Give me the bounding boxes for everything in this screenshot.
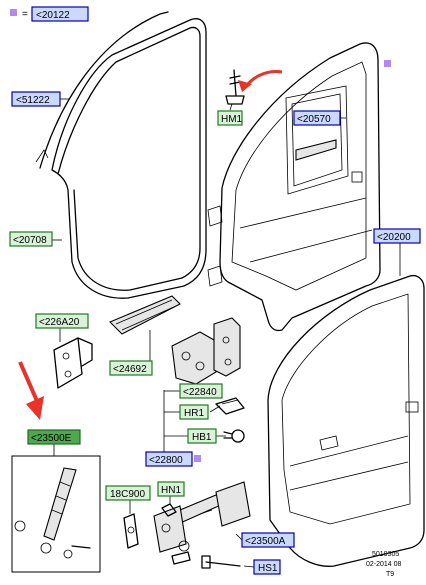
callout-hb1-label: HB1 [192,432,212,443]
callout-hn1-box [157,481,185,497]
callout-51222-label: <51222 [16,95,50,106]
weatherstrip-seal-part [35,18,207,299]
legend-text: <20122 [36,10,70,21]
bracket-part [53,337,93,389]
callout-hr1-box [179,404,209,420]
callout-24692-box [109,360,153,376]
red-arrow-door-head [238,80,252,92]
callout-22800-label: <22800 [149,455,183,466]
gasket-18c900-part [123,513,139,549]
hm1-screw-part [225,69,245,105]
inset-frame [11,455,101,573]
callout-20570-box [293,110,341,126]
callout-23500e-box [27,429,81,445]
callout-18c900-label: 18C900 [110,489,145,500]
upper-door-marker [384,60,391,67]
hn1-nut-part [161,503,177,517]
callout-hn1-label: HN1 [161,485,181,496]
upper-door-shell-part [219,42,381,332]
callout-226a20-box [35,313,89,329]
top-seal-strip-part [39,11,169,169]
footer-line3: T9 [386,571,394,578]
callout-hb1-box [187,428,217,444]
footer-line2: 02-2014 08 [366,561,402,568]
hb1-bolt-part [223,429,245,443]
striker-part [109,295,181,335]
callout-22840-label: <22840 [183,387,217,398]
red-arrow-door [244,70,283,87]
callout-20708-box [9,231,53,247]
red-arrow-down-head [26,396,44,420]
door-hinge-part [171,317,241,385]
upper-hinge-stub [207,205,223,287]
callout-22800-box [145,451,193,467]
callout-23500a-label: <23500A [245,536,286,547]
footer-line1: 5010305 [372,551,399,558]
lower-door-shell-part [267,274,425,567]
callout-18c900-box [105,485,151,501]
callout-hm1-box [217,110,243,126]
callout-hs1-box [253,559,281,575]
callout-20570-label: <20570 [297,114,331,125]
callout-hr1-label: HR1 [184,408,204,419]
callout-22840-box [179,383,223,399]
hr1-clip-part [215,397,245,415]
callout-23500e-label: <23500E [31,433,72,444]
legend-equals: = [22,9,28,20]
callout-20200-box [373,228,421,244]
callout-hm1-label: HM1 [221,114,243,125]
callout-23500a-box [241,532,295,548]
legend-marker [10,9,17,16]
callout-51222-box [11,91,61,107]
callout-hs1-label: HS1 [258,563,278,574]
callout-20708-label: <20708 [13,235,47,246]
check-strap-part [153,481,251,565]
hs1-screw-part [201,555,241,569]
legend-box [31,6,89,22]
callout-24692-label: <24692 [113,364,147,375]
callout-226a20-label: <226A20 [39,317,80,328]
callout-22800-marker [194,455,201,462]
inset-check-strap-part [14,467,91,559]
callout-20200-label: <20200 [377,232,411,243]
